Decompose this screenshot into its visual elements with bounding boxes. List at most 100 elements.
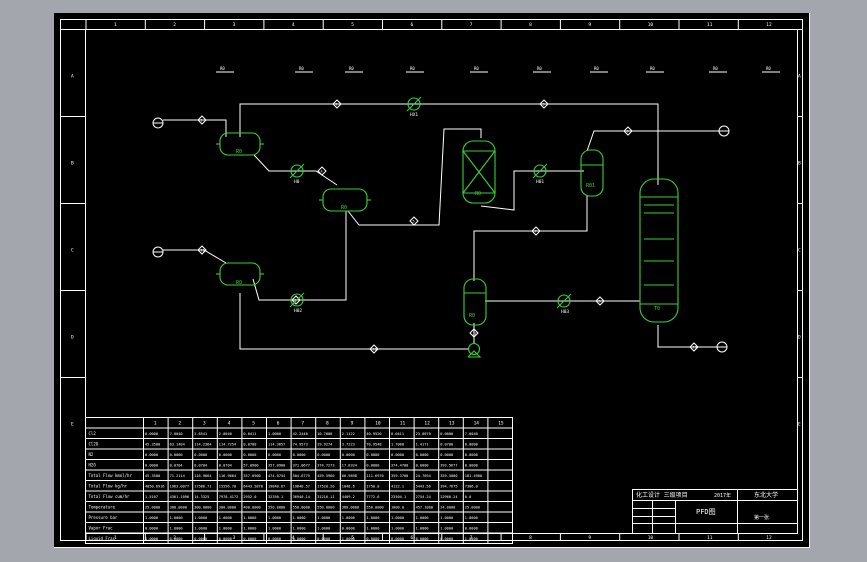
- table-column-header: 14: [474, 421, 480, 427]
- table-cell: 0.0000: [170, 537, 183, 541]
- table-cell: 0.0000: [194, 453, 207, 457]
- table-cell: 17586.71: [194, 485, 211, 489]
- heat-exchanger-h0: H0: [289, 163, 305, 185]
- table-cell: 116.9664: [194, 474, 211, 478]
- table-cell: 2952.0: [243, 495, 256, 499]
- stream-number: 2: [336, 102, 338, 106]
- table-cell: 0.0704: [170, 464, 183, 468]
- title-school: 东北大学: [754, 491, 778, 499]
- table-column-header: 11: [400, 421, 406, 427]
- table-cell: 0.0000: [416, 464, 429, 468]
- table-cell: 6443.5878: [243, 485, 262, 489]
- table-cell: 300.0000: [219, 506, 236, 510]
- header-tag: R0: [594, 66, 599, 71]
- table-cell: 1.0000: [440, 516, 453, 520]
- table-cell: 1.0000: [145, 516, 158, 520]
- right-zone-letter: E: [798, 422, 801, 428]
- table-cell: 0.0000: [145, 453, 158, 457]
- table-cell: 1.0000: [293, 527, 306, 531]
- table-cell: 111.6970: [366, 474, 383, 478]
- table-row-label: Pressure bar: [89, 515, 118, 520]
- table-cell: 374.4700: [391, 464, 408, 468]
- table-cell: 0.0000: [293, 537, 306, 541]
- table-cell: 1.0000: [243, 527, 256, 531]
- header-tag: R0: [299, 66, 304, 71]
- top-zone-number: 9: [588, 22, 591, 28]
- feed-nozzle-1: [152, 117, 164, 129]
- table-cell: 0.0000: [219, 537, 232, 541]
- right-zone-letter: B: [798, 161, 801, 167]
- vessel-r0-3: R0: [216, 262, 264, 286]
- stream-number: 13: [693, 345, 697, 349]
- table-cell: 1.0000: [194, 527, 207, 531]
- table-column-header: 6: [277, 421, 280, 427]
- table-cell: 1.0000: [465, 516, 478, 520]
- table-row-label: Total Flow kg/hr: [89, 484, 128, 489]
- left-zone-letter: D: [71, 335, 74, 341]
- table-cell: 4050.6916: [145, 485, 164, 489]
- table-cell: 550.0000: [293, 506, 310, 510]
- table-cell: 17.8324: [342, 464, 357, 468]
- table-cell: 7.0040: [465, 432, 478, 436]
- table-cell: 70.9548: [366, 443, 381, 447]
- table-cell: 0.0000: [465, 464, 478, 468]
- column-tag: T0: [654, 306, 660, 312]
- table-cell: 400.0000: [243, 506, 260, 510]
- table-cell: 1.0000: [219, 527, 232, 531]
- table-cell: 0.0000: [465, 527, 478, 531]
- vessel-r0-6: R0: [463, 278, 487, 326]
- bottom-zone-number: 9: [588, 535, 591, 541]
- table-cell: 29.9274: [317, 443, 332, 447]
- table-cell: 1.0000: [391, 527, 404, 531]
- table-cell: 74.9573: [293, 443, 308, 447]
- table-cell: 1.0000: [342, 516, 355, 520]
- v2-tag: R0: [341, 205, 347, 211]
- bottom-zone-number: 2: [173, 535, 176, 541]
- vessel-r01: R01: [580, 149, 604, 197]
- table-cell: 1.0000: [243, 516, 256, 520]
- heat-exchanger-hx1: HX1: [406, 96, 422, 118]
- hx3-tag: H02: [294, 308, 302, 314]
- table-cell: 114.7254: [219, 443, 236, 447]
- table-cell: 504.6775: [293, 474, 310, 478]
- header-tag: R0: [713, 66, 718, 71]
- heat-exchanger-h01: H01: [532, 163, 548, 185]
- table-cell: 0.0000: [416, 453, 429, 457]
- table-cell: 0.0000: [366, 464, 379, 468]
- table-cell: 0.0000: [317, 537, 330, 541]
- top-zone-number: 5: [351, 22, 354, 28]
- left-zone-letter: A: [71, 74, 74, 80]
- bottom-zone-number: 8: [529, 535, 532, 541]
- table-cell: 19640.57: [293, 485, 310, 489]
- table-cell: 0.0000: [366, 453, 379, 457]
- table-cell: 1.0000: [219, 516, 232, 520]
- table-cell: 459.5960: [317, 474, 334, 478]
- stream-marker: [623, 126, 633, 136]
- title-block: 化工设计 三级项目 2017年 东北大学 PFD图 第一张: [632, 489, 798, 534]
- table-cell: 1.0000: [170, 516, 183, 520]
- feed-nozzle-2: [152, 246, 164, 258]
- table-cell: 14.3325: [194, 495, 209, 499]
- stream-marker: [317, 166, 327, 176]
- table-row-label: Cl2O: [89, 442, 99, 447]
- table-cell: 1.0000: [268, 516, 281, 520]
- table-column-header: 8: [326, 421, 329, 427]
- table-cell: 359.5000: [440, 474, 457, 478]
- table-cell: 7772.6: [366, 495, 379, 499]
- stream-marker: [332, 99, 342, 109]
- table-cell: 1.0000: [317, 516, 330, 520]
- table-cell: 2.0040: [219, 432, 232, 436]
- table-cell: 0.0000: [293, 453, 306, 457]
- table-cell: 371.0677: [293, 464, 310, 468]
- table-cell: 19840.67: [268, 485, 285, 489]
- table-cell: 23.0070: [416, 432, 431, 436]
- header-tag: R0: [766, 66, 771, 71]
- top-zone-number: 4: [292, 22, 295, 28]
- table-cell: 0.0704: [194, 464, 207, 468]
- table-column-header: 1: [154, 421, 157, 427]
- table-column-header: 4: [228, 421, 231, 427]
